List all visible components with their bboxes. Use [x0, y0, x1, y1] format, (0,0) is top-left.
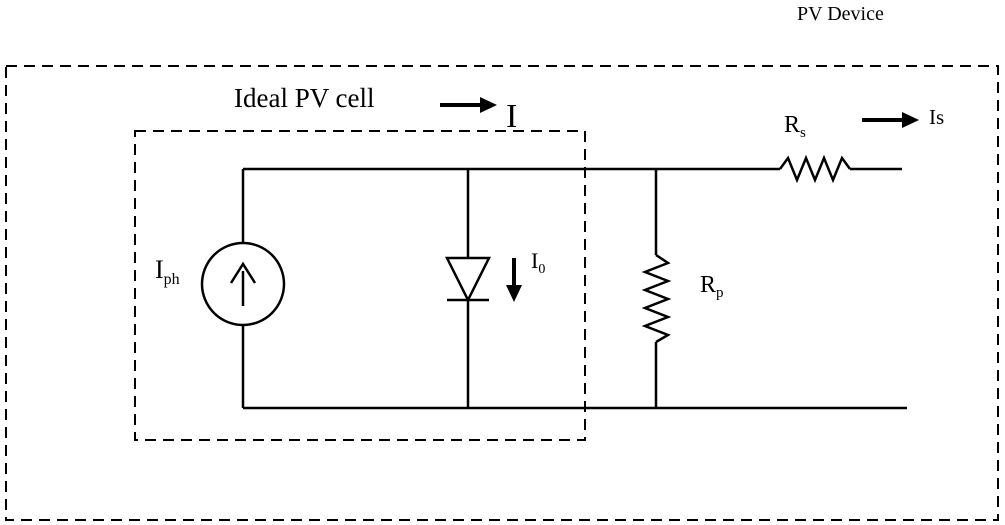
series-resistor-label: Rs	[784, 112, 806, 141]
device-label: PV Device	[797, 3, 884, 25]
parallel-resistor-label: Rp	[700, 272, 724, 301]
series-resistor-icon	[778, 154, 852, 184]
photo-current-label: Iph	[155, 255, 180, 288]
ideal-cell-label: Ideal PV cell	[234, 83, 374, 113]
output-current-arrow-icon	[862, 112, 919, 128]
output-current-label: Is	[929, 105, 944, 129]
diode-current-arrow-icon	[506, 258, 522, 302]
main-current-arrow-icon	[440, 97, 497, 113]
pv-device-boundary	[5, 65, 999, 521]
ideal-cell-boundary	[134, 130, 586, 441]
diode-current-label: I0	[531, 248, 545, 277]
main-current-label: I	[506, 98, 517, 135]
current-source-icon	[200, 241, 286, 327]
parallel-resistor-icon	[641, 253, 672, 344]
diode-icon	[444, 256, 492, 303]
